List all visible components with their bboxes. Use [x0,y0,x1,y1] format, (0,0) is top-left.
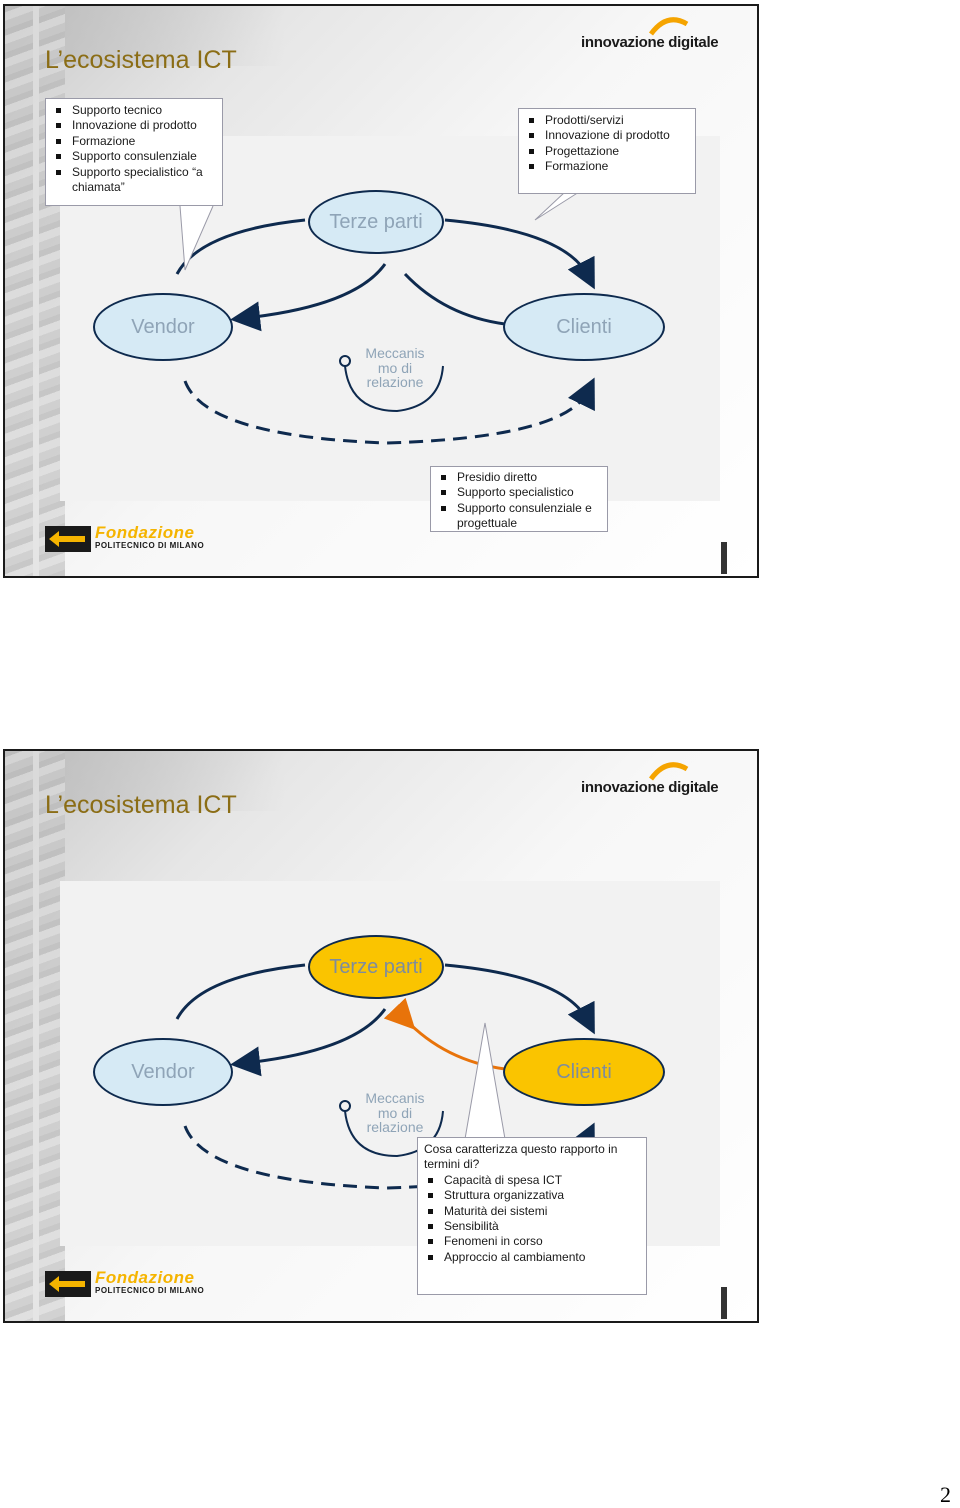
question-text: Cosa caratterizza questo rapporto in ter… [424,1142,618,1172]
background-strip [65,751,285,811]
list-item: Fenomeni in corso [424,1234,646,1249]
footer-logo-sub: POLITECNICO DI MILANO [95,1286,205,1295]
node-vendor: Vendor [93,1038,233,1106]
list-item: Formazione [52,134,222,149]
footer-logo-main: Fondazione [95,523,195,542]
node-vendor: Vendor [93,293,233,361]
node-mechanism-label: Meccanis mo di relazione [365,1090,425,1135]
list-item: Formazione [525,159,695,174]
list-item: Maturità dei sistemi [424,1204,646,1219]
list-item: Capacità di spesa ICT [424,1173,646,1188]
innovazione-digitale-logo: innovazione digitale [577,762,757,815]
fondazione-politecnico-logo: Fondazione POLITECNICO DI MILANO [45,1268,215,1297]
list-item: Struttura organizzativa [424,1188,646,1203]
innovazione-digitale-logo: innovazione digitale [577,17,757,70]
list-item: Innovazione di prodotto [52,118,222,133]
callout-vendor-services: Supporto tecnico Innovazione di prodotto… [45,98,223,206]
slide-2: L’ecosistema ICT innovazione digitale Te… [3,749,759,1323]
callout-question: Cosa caratterizza questo rapporto in ter… [417,1137,647,1295]
list-item: Supporto specialistico “a chiamata” [52,165,222,196]
slide-1: L’ecosistema ICT innovazione digitale Te… [3,4,759,578]
list-item: Approccio al cambiamento [424,1250,646,1265]
slide-title: L’ecosistema ICT [45,46,237,74]
list-item: Presidio diretto [437,470,607,485]
list-item: Supporto tecnico [52,103,222,118]
list-item: Progettazione [525,144,695,159]
list-item: Innovazione di prodotto [525,128,695,143]
node-clienti: Clienti [503,293,665,361]
list-item: Supporto consulenziale [52,149,222,164]
double-arrow-icon [45,1271,91,1297]
node-terze-parti: Terze parti [308,935,444,999]
footer-logo-main: Fondazione [95,1268,195,1287]
slide-title: L’ecosistema ICT [45,791,237,819]
callout-client-services: Prodotti/servizi Innovazione di prodotto… [518,108,696,194]
logo-text: innovazione digitale [581,779,719,796]
list-item: Prodotti/servizi [525,113,695,128]
callout-direct-support: Presidio diretto Supporto specialistico … [430,466,608,532]
page-number: 2 [940,1482,951,1507]
double-arrow-icon [45,526,91,552]
footer-logo-sub: POLITECNICO DI MILANO [95,541,205,550]
decorative-bar [721,542,727,574]
logo-text: innovazione digitale [581,34,719,51]
list-item: Supporto specialistico [437,485,607,500]
background-texture [5,6,65,576]
decorative-bar [721,1287,727,1319]
background-texture [5,751,65,1321]
node-clienti: Clienti [503,1038,665,1106]
fondazione-politecnico-logo: Fondazione POLITECNICO DI MILANO [45,523,215,552]
list-item: Supporto consulenziale e progettuale [437,501,607,532]
node-mechanism-label: Meccanis mo di relazione [365,345,425,390]
list-item: Sensibilità [424,1219,646,1234]
node-terze-parti: Terze parti [308,190,444,254]
background-strip [65,6,285,66]
